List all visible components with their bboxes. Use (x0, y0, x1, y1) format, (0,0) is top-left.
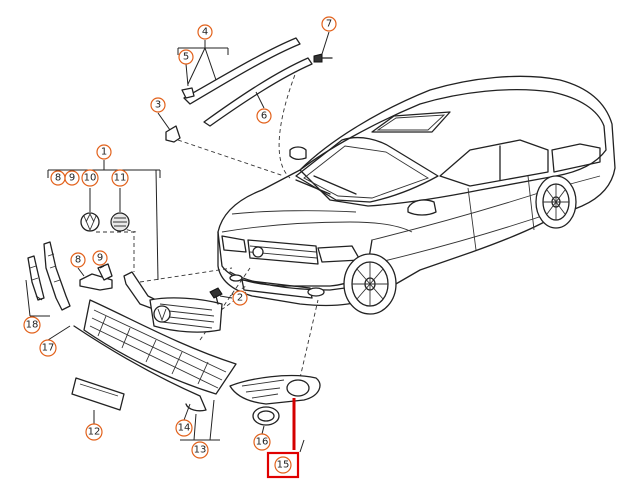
svg-text:8: 8 (75, 255, 81, 266)
svg-text:12: 12 (88, 427, 101, 438)
callout-5[interactable]: 5 (178, 49, 194, 65)
callout-12[interactable]: 12 (85, 423, 103, 441)
trim-strip-part-14 (73, 325, 207, 412)
callout-8-top[interactable]: 8 (50, 170, 66, 186)
svg-text:5: 5 (183, 52, 189, 63)
svg-text:15: 15 (277, 460, 290, 471)
callout-2[interactable]: 2 (232, 290, 248, 306)
screw-part-7 (313, 53, 333, 63)
side-bracket-part-17 (43, 241, 71, 311)
ring-part-16 (252, 406, 280, 426)
svg-text:17: 17 (42, 343, 55, 354)
callout-4[interactable]: 4 (197, 24, 213, 40)
callout-13[interactable]: 13 (191, 441, 209, 459)
svg-text:13: 13 (194, 445, 207, 456)
plate-holder-part-12 (71, 377, 125, 411)
svg-text:9: 9 (97, 253, 103, 264)
svg-text:18: 18 (26, 320, 39, 331)
emblem-part-10 (80, 212, 100, 232)
svg-text:10: 10 (84, 173, 97, 184)
roof-trim-strips (183, 37, 313, 127)
lower-grille-part-13 (83, 299, 237, 395)
bracket-part-9 (97, 263, 113, 281)
callout-15[interactable]: 15 (274, 456, 292, 474)
callout-1[interactable]: 1 (96, 144, 112, 160)
callout-9-top[interactable]: 9 (64, 170, 80, 186)
callout-10[interactable]: 10 (81, 169, 99, 187)
badge-part-11 (110, 212, 130, 232)
callout-14[interactable]: 14 (175, 419, 193, 437)
fog-lamp-trim-part-15 (229, 374, 321, 405)
svg-text:6: 6 (261, 111, 267, 122)
screw-part-2 (209, 287, 223, 305)
bracket-part-3 (165, 125, 181, 143)
callout-16[interactable]: 16 (253, 433, 271, 451)
upper-grille-part-1 (149, 297, 223, 333)
svg-text:2: 2 (237, 293, 243, 304)
svg-text:4: 4 (202, 27, 208, 38)
callout-11[interactable]: 11 (111, 169, 129, 187)
callout-9-lower[interactable]: 9 (92, 250, 108, 266)
callout-3[interactable]: 3 (150, 97, 166, 113)
callout-7[interactable]: 7 (321, 16, 337, 32)
svg-text:14: 14 (178, 423, 191, 434)
side-bracket-part-18 (27, 255, 45, 301)
callout-6[interactable]: 6 (256, 108, 272, 124)
svg-text:7: 7 (326, 19, 332, 30)
svg-text:11: 11 (114, 173, 127, 184)
callout-leaders (25, 31, 330, 441)
car-illustration (217, 75, 616, 315)
svg-text:8: 8 (55, 173, 61, 184)
callout-8-lower[interactable]: 8 (70, 252, 86, 268)
highlight-box-part-15 (266, 451, 300, 479)
clip-part-5 (181, 87, 195, 99)
svg-text:16: 16 (256, 437, 269, 448)
svg-text:9: 9 (69, 173, 75, 184)
svg-text:1: 1 (101, 147, 107, 158)
callout-17[interactable]: 17 (39, 339, 57, 357)
callout-18[interactable]: 18 (23, 316, 41, 334)
svg-text:3: 3 (155, 100, 161, 111)
